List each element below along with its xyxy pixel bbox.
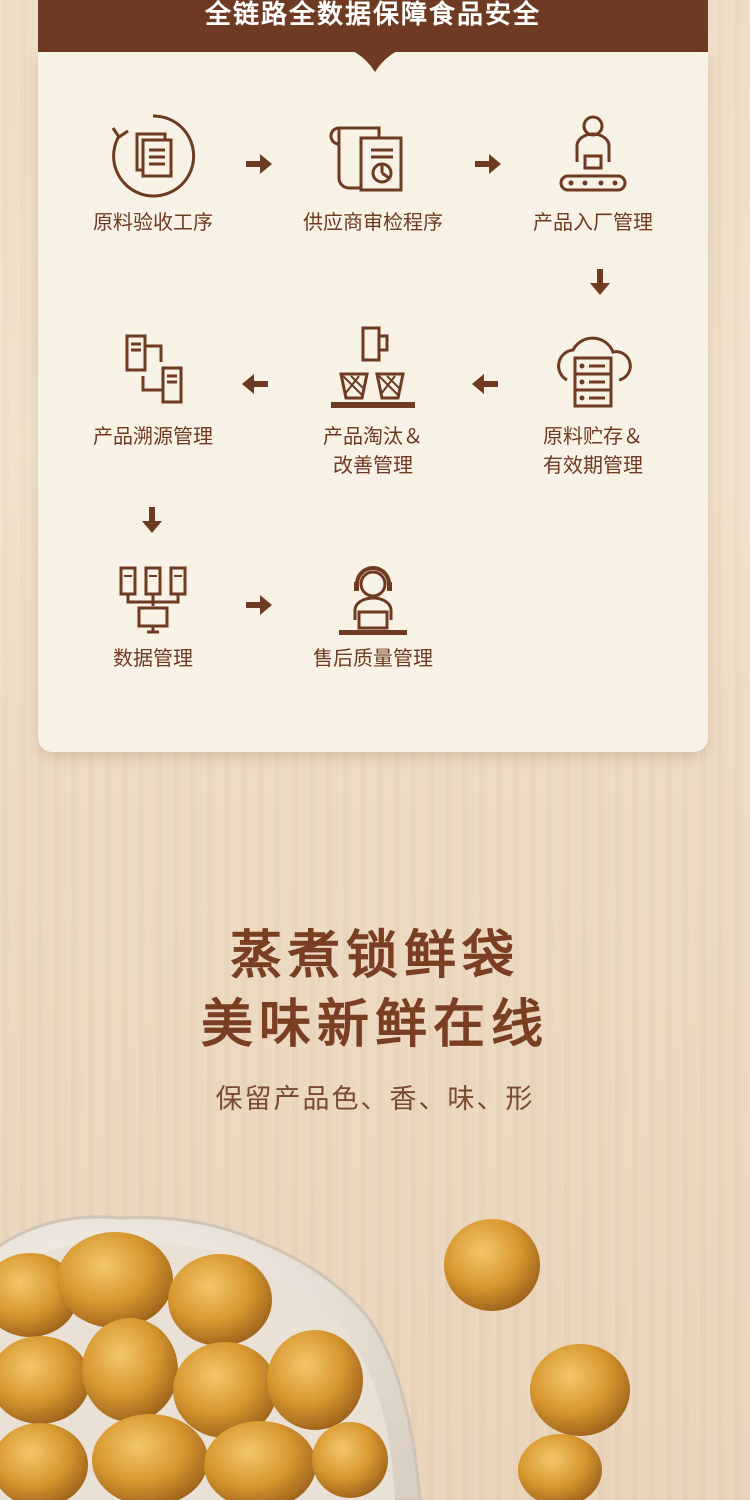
- chestnut-bowl-image: [0, 1215, 630, 1500]
- step-label: 数据管理: [113, 646, 193, 670]
- arrow-down-icon: [590, 269, 610, 295]
- step-label: 供应商审检程序: [303, 210, 443, 234]
- headline-line2: 美味新鲜在线: [200, 994, 549, 1055]
- arrow-right-icon: [246, 154, 272, 174]
- subtitle: 保留产品色、香、味、形: [215, 1084, 535, 1115]
- arrow-down-icon: [142, 507, 162, 533]
- customer-service-icon: [339, 566, 407, 635]
- banner-notch: [330, 44, 420, 72]
- headline-line1: 蒸煮锁鲜袋: [229, 925, 520, 986]
- loose-chestnut: [530, 1344, 630, 1436]
- conveyor-worker-icon: [559, 115, 627, 192]
- step-raw-material-inspection: 原料验收工序: [58, 110, 248, 237]
- step-data-management: 数据管理: [58, 562, 248, 673]
- loose-chestnut: [444, 1219, 540, 1311]
- arrow-left-icon: [242, 374, 268, 394]
- cups-tray-icon: [331, 326, 415, 408]
- step-label: 原料验收工序: [93, 210, 213, 234]
- step-label: 原料贮存＆ 有效期管理: [543, 424, 643, 477]
- step-label: 产品入厂管理: [533, 210, 653, 234]
- step-label: 产品溯源管理: [93, 424, 213, 448]
- banner: 全链路全数据保障食品安全: [38, 0, 708, 52]
- banner-title: 全链路全数据保障食品安全: [204, 0, 541, 30]
- arrow-right-icon: [475, 154, 501, 174]
- step-product-elimination: 产品淘汰＆ 改善管理: [278, 324, 468, 480]
- arrow-left-icon: [472, 374, 498, 394]
- step-label: 产品淘汰＆ 改善管理: [323, 424, 423, 477]
- step-after-sales: 售后质量管理: [278, 562, 468, 673]
- arrow-right-icon: [246, 595, 272, 615]
- step-raw-storage: 原料贮存＆ 有效期管理: [498, 324, 688, 480]
- server-network-icon: [119, 566, 187, 634]
- step-label: 售后质量管理: [313, 646, 433, 670]
- chestnut-pile: [0, 1232, 388, 1500]
- loose-chestnut: [518, 1434, 602, 1500]
- step-product-intake: 产品入厂管理: [498, 110, 688, 237]
- document-cycle-icon: [111, 114, 196, 198]
- step-supplier-audit: 供应商审检程序: [278, 110, 468, 237]
- file-chart-icon: [329, 126, 403, 192]
- cloud-server-icon: [557, 336, 632, 408]
- process-card: 原料验收工序 供应商审检程序 产品入厂管理: [38, 44, 708, 752]
- linked-devices-icon: [125, 334, 183, 404]
- step-product-traceability: 产品溯源管理: [58, 324, 248, 451]
